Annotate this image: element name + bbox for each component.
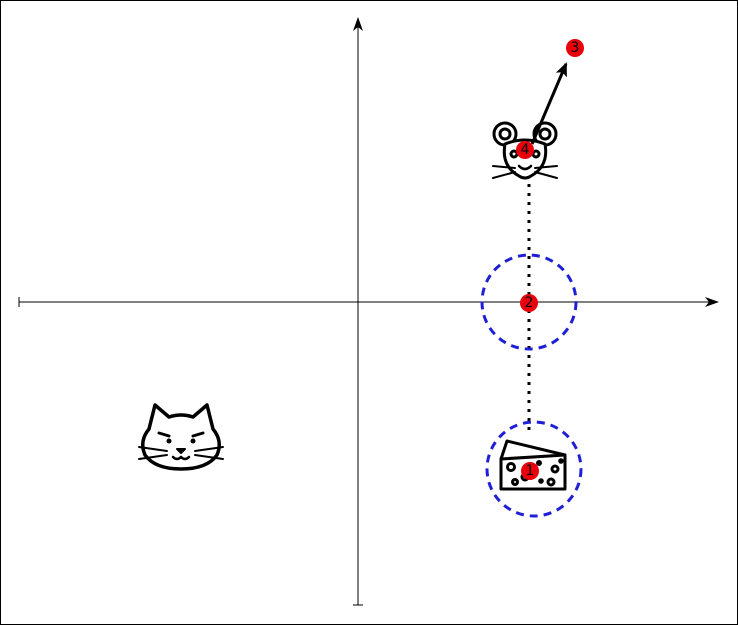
marker-4-label: 4 <box>521 142 530 158</box>
marker-2: 2 <box>520 294 538 312</box>
marker-1-dot <box>521 462 539 480</box>
cat-face-icon <box>138 403 224 471</box>
dashed-circle-around-cheese <box>485 420 583 518</box>
marker-3: 3 <box>566 39 584 57</box>
marker-1: 1 <box>521 462 539 480</box>
dashed-circle-around-marker-2 <box>480 253 578 351</box>
movement-arrow <box>530 62 568 145</box>
axes <box>18 17 719 606</box>
marker-3-label: 3 <box>571 40 580 56</box>
marker-4-dot <box>516 141 534 159</box>
marker-1-label: 1 <box>526 463 535 479</box>
marker-3-dot <box>566 39 584 57</box>
marker-2-dot <box>520 294 538 312</box>
marker-4: 4 <box>516 141 534 159</box>
marker-2-label: 2 <box>525 295 534 311</box>
